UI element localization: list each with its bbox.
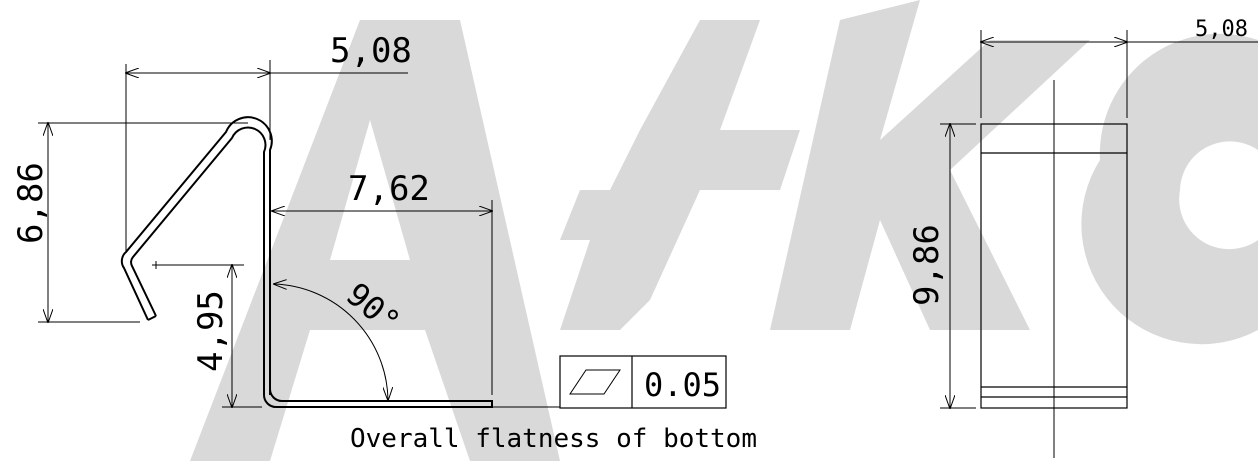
- front-view: [980, 80, 1128, 458]
- flatness-callout: 0.05: [492, 355, 727, 409]
- dim-top-width-label: 5,08: [330, 31, 412, 71]
- part-inner-edge: [130, 126, 267, 395]
- part-tip: [147, 315, 157, 321]
- flatness-note: Overall flatness of bottom: [350, 424, 757, 454]
- dim-front-height: 9,86: [907, 124, 976, 408]
- dim-height-label: 6,86: [11, 162, 51, 244]
- flatness-tolerance: 0.05: [644, 366, 721, 404]
- dim-lower-height-label: 4,95: [191, 290, 231, 372]
- dim-front-width-label: 5,08: [1195, 17, 1248, 42]
- dim-flange-length: 7,62: [272, 169, 492, 395]
- part-bottom-flange: [263, 388, 493, 408]
- watermark-letter-t: [560, 20, 800, 330]
- flatness-frame: [559, 355, 727, 409]
- dim-height: 6,86: [11, 123, 248, 322]
- watermark-letter-k: [770, 0, 1090, 330]
- flatness-symbol-icon: [569, 369, 621, 395]
- part-outer-edge: [120, 116, 273, 395]
- dim-lower-height: 4,95: [152, 261, 262, 407]
- dim-front-height-label: 9,86: [907, 224, 947, 306]
- dim-flange-length-label: 7,62: [348, 169, 430, 209]
- dim-front-width: 5,08: [981, 17, 1258, 118]
- dim-top-width: 5,08: [126, 31, 412, 252]
- side-view-part: [120, 116, 493, 408]
- watermark-letter-c: [1081, 33, 1258, 345]
